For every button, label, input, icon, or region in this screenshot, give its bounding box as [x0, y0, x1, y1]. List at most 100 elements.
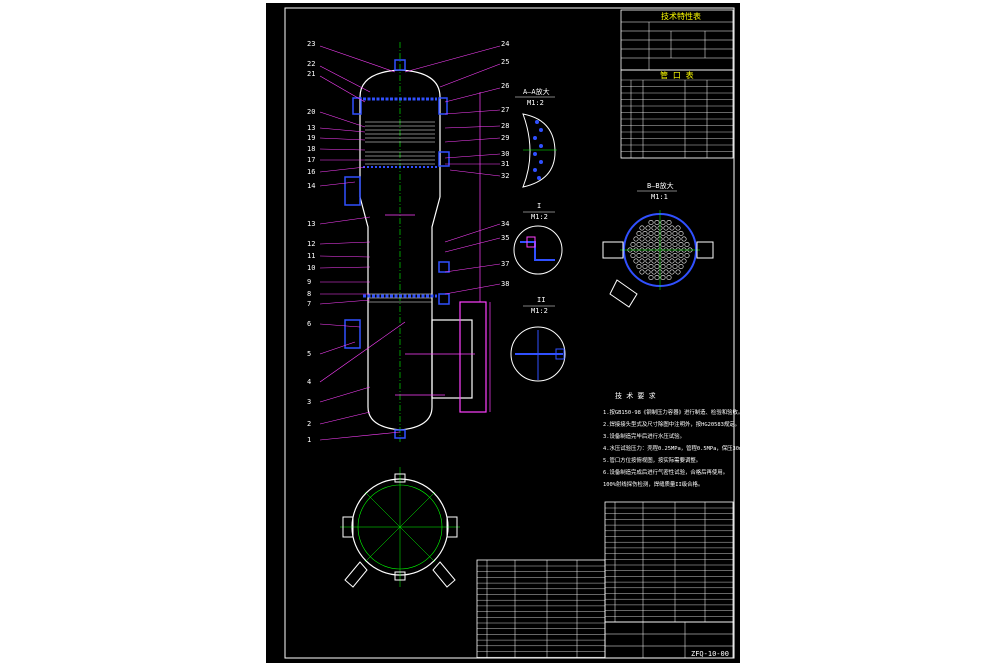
svg-text:37: 37 [501, 260, 509, 268]
svg-text:13: 13 [307, 124, 315, 132]
section-bb-label: B—B放大 [647, 181, 674, 190]
detail-i-view: I M1:2 [513, 202, 563, 275]
svg-text:27: 27 [501, 106, 509, 114]
detail-i-scale: M1:2 [531, 213, 548, 221]
tube-hole [654, 231, 660, 237]
svg-text:29: 29 [501, 134, 509, 142]
svg-text:23: 23 [307, 40, 315, 48]
svg-text:38: 38 [501, 280, 509, 288]
tube-hole [648, 242, 654, 248]
requirement-line: 100%射线探伤检测，焊缝质量II级合格。 [603, 480, 703, 488]
tube-hole [660, 263, 666, 269]
tube-hole [678, 263, 684, 269]
svg-text:10: 10 [307, 264, 315, 272]
technical-requirements: 技 术 要 求 1.按GB150-98《钢制压力容器》进行制造、检验和验收。 2… [603, 391, 741, 488]
tube-hole [651, 269, 657, 275]
section-aa-view: A—A放大 M1:2 [515, 87, 557, 188]
detail-i-label: I [537, 202, 541, 210]
svg-text:9: 9 [307, 278, 311, 286]
leader-lines-left [319, 45, 406, 441]
tube-hole [660, 242, 666, 248]
tube-hole [666, 263, 672, 269]
tube-hole [660, 231, 666, 237]
svg-text:11: 11 [307, 252, 315, 260]
svg-text:6: 6 [307, 320, 311, 328]
svg-text:14: 14 [307, 182, 315, 190]
requirement-line: 2.焊接接头型式及尺寸除图中注明外，按HG20583规定。 [603, 420, 740, 428]
tube-hole [660, 253, 666, 259]
svg-text:5: 5 [307, 350, 311, 358]
tube-hole [639, 236, 645, 242]
section-aa-scale: M1:2 [527, 99, 544, 107]
tube-hole [654, 242, 660, 248]
tube-hole [642, 253, 648, 259]
tech-table-title: 技术特性表 [661, 11, 701, 21]
tube-hole [654, 263, 660, 269]
nozzle-table: 管 口 表 [620, 69, 734, 159]
outer-frame [265, 2, 741, 664]
tube-hole [666, 242, 672, 248]
tube-hole [669, 236, 675, 242]
svg-text:4: 4 [307, 378, 311, 386]
title-block: ZFQ-10-00 [604, 621, 734, 659]
svg-text:20: 20 [307, 108, 315, 116]
tube-hole [639, 225, 645, 231]
tube-hole [672, 253, 678, 259]
tube-hole [666, 274, 672, 280]
tube-hole [654, 253, 660, 259]
tube-hole [639, 258, 645, 264]
svg-text:3: 3 [307, 398, 311, 406]
svg-text:21: 21 [307, 70, 315, 78]
tube-hole [645, 258, 651, 264]
tube-hole [636, 242, 642, 248]
tube-hole [684, 242, 690, 248]
tube-hole [663, 269, 669, 275]
svg-text:34: 34 [501, 220, 509, 228]
tube-hole [651, 236, 657, 242]
svg-text:26: 26 [501, 82, 509, 90]
tube-hole [681, 236, 687, 242]
section-aa-label: A—A放大 [523, 87, 550, 96]
tube-hole [663, 236, 669, 242]
tube-hole [669, 269, 675, 275]
svg-text:31: 31 [501, 160, 509, 168]
tube-hole [636, 263, 642, 269]
detail-ii-view: II M1:2 [510, 296, 566, 382]
tube-hole [666, 220, 672, 226]
section-bb-scale: M1:1 [651, 193, 668, 201]
tube-hole [654, 274, 660, 280]
requirement-line: 1.按GB150-98《钢制压力容器》进行制造、检验和验收。 [603, 408, 741, 416]
tube-hole [675, 225, 681, 231]
tube-hole [669, 258, 675, 264]
tube-hole [636, 253, 642, 259]
svg-text:22: 22 [307, 60, 315, 68]
drawing-number: ZFQ-10-00 [691, 650, 729, 658]
tube-hole [672, 231, 678, 237]
tube-hole [675, 269, 681, 275]
svg-text:18: 18 [307, 145, 315, 153]
tube-hole [642, 231, 648, 237]
section-bb-view: B—B放大 M1:1 [602, 181, 714, 308]
tube-hole [666, 231, 672, 237]
tube-hole [636, 231, 642, 237]
requirements-title: 技 术 要 求 [615, 391, 656, 400]
parts-list-left [476, 559, 606, 659]
tube-hole [681, 258, 687, 264]
tube-hole [645, 225, 651, 231]
svg-text:13: 13 [307, 220, 315, 228]
svg-text:1: 1 [307, 436, 311, 444]
parts-list-right [604, 501, 734, 623]
tube-hole [684, 253, 690, 259]
requirement-line: 3.设备制造完毕后进行水压试验。 [603, 432, 685, 440]
tube-hole [633, 258, 639, 264]
svg-text:24: 24 [501, 40, 509, 48]
tube-hole [660, 274, 666, 280]
tube-hole [678, 253, 684, 259]
tube-hole [648, 274, 654, 280]
requirement-line: 5.管口方位按俯视图，按实际需要调整。 [603, 456, 701, 464]
tube-hole [675, 258, 681, 264]
svg-text:30: 30 [501, 150, 509, 158]
